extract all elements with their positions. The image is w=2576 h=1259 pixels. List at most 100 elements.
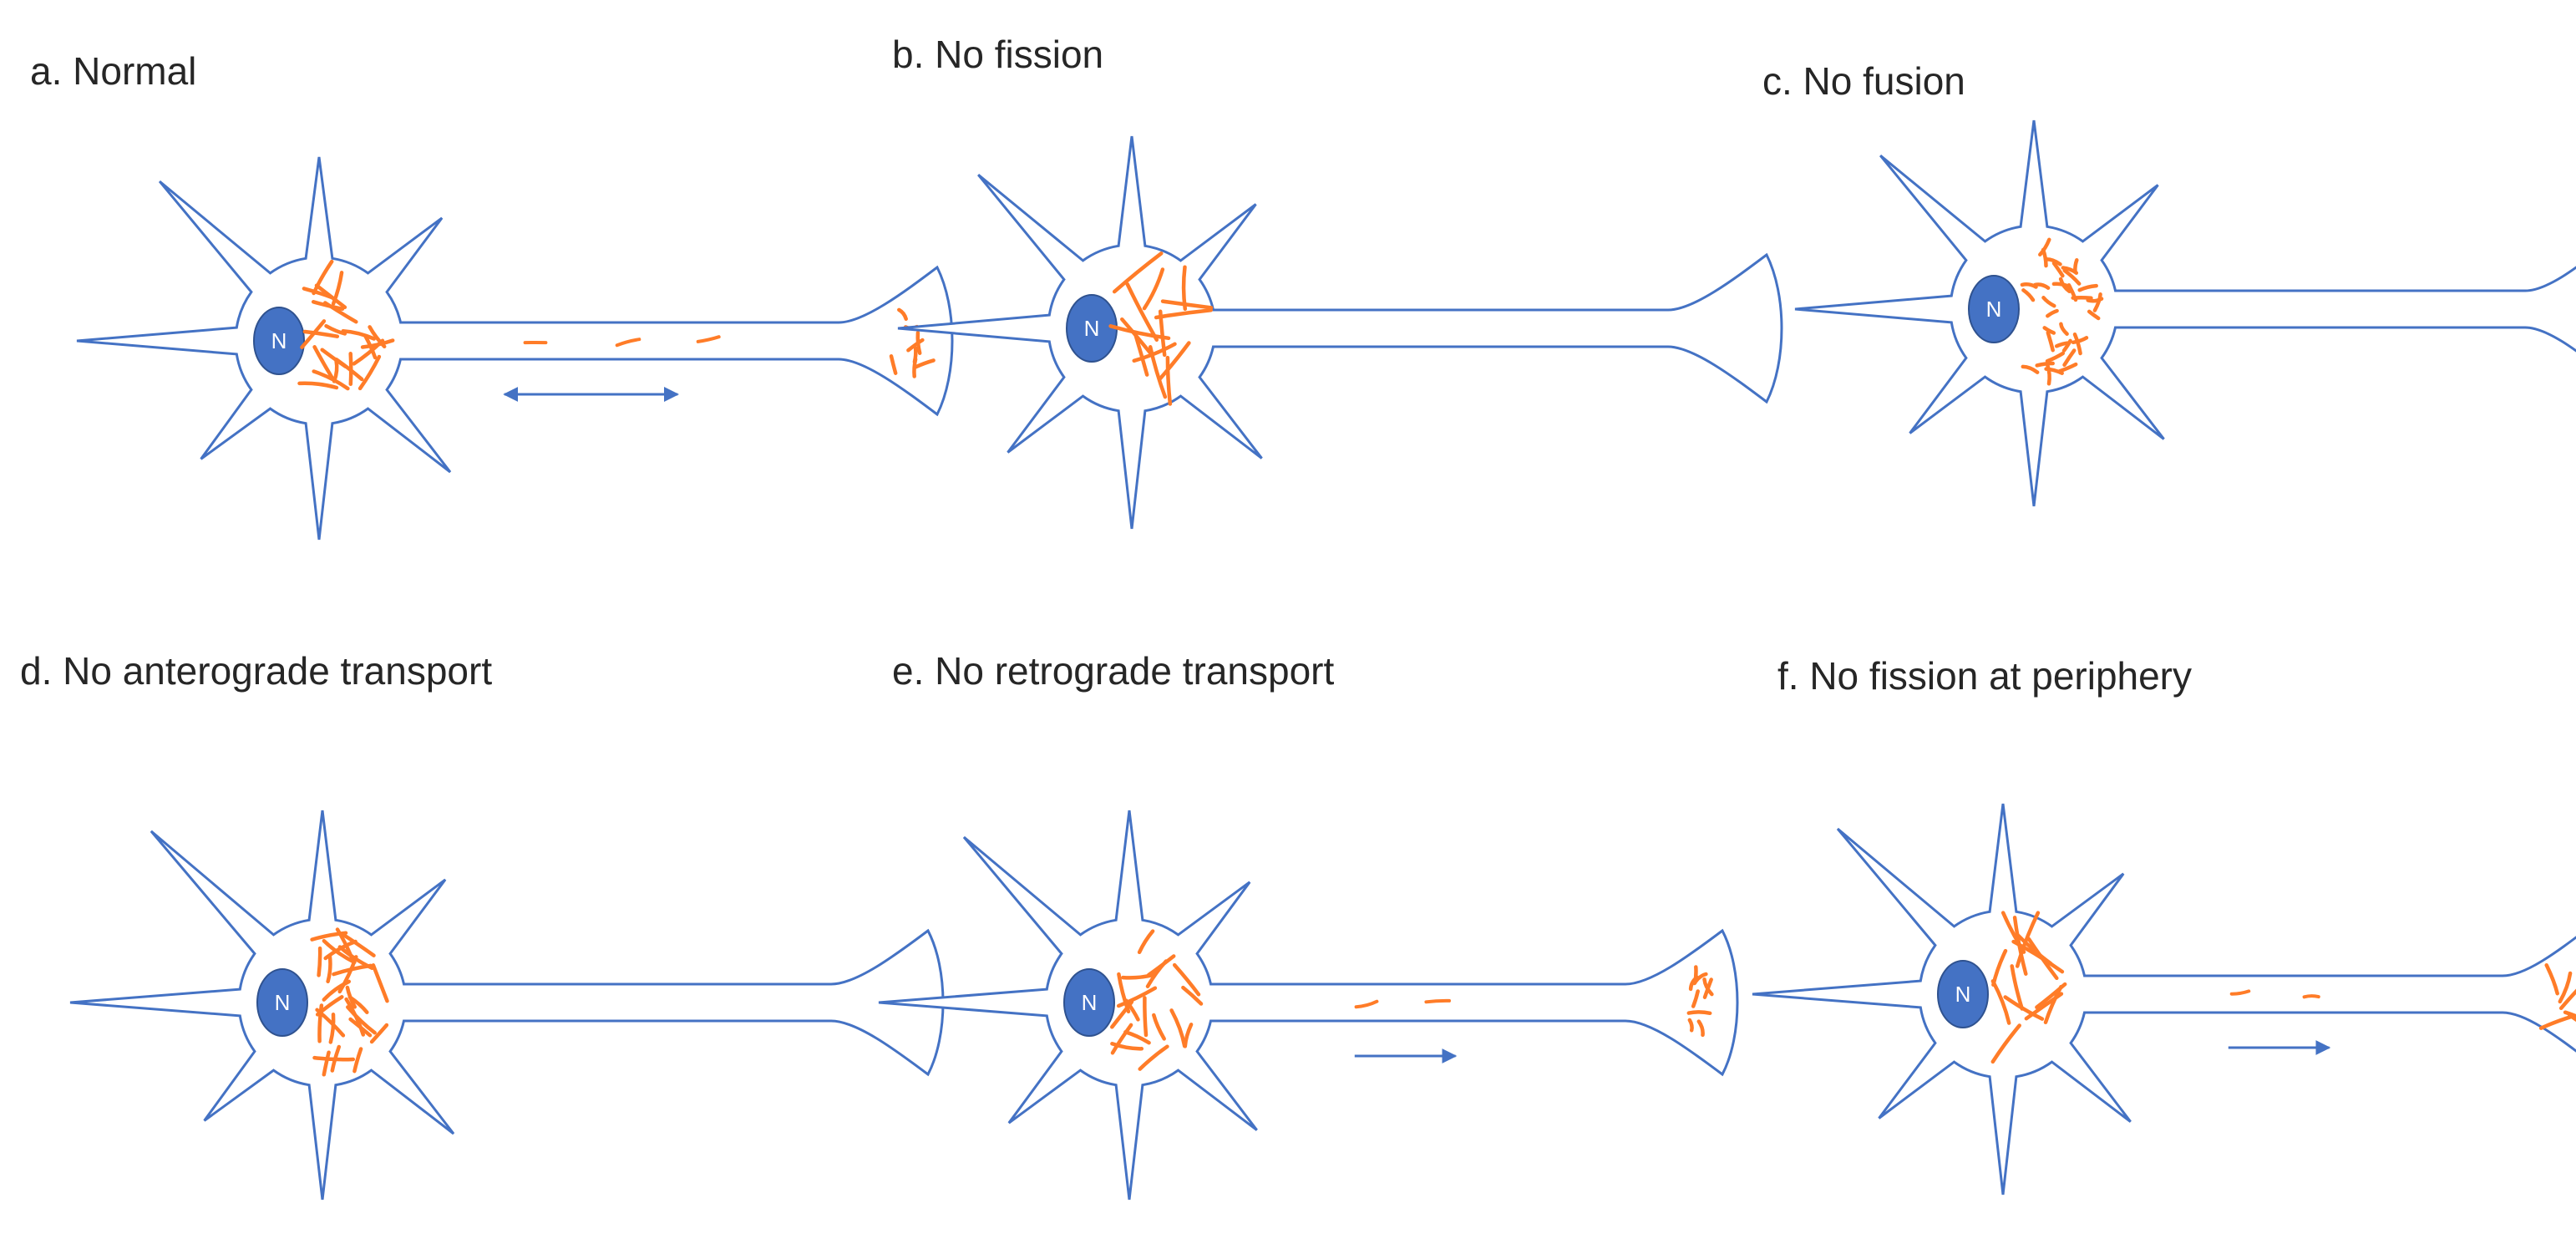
mitochondrion bbox=[2061, 338, 2072, 353]
mitochondrion bbox=[2058, 277, 2071, 294]
mitochondrion bbox=[323, 301, 358, 324]
mitochondrion bbox=[324, 323, 347, 336]
neuron-outline bbox=[897, 135, 1783, 530]
mitochondrion bbox=[335, 927, 356, 964]
mitochondrion bbox=[1692, 972, 1708, 986]
mitochondrion bbox=[1110, 1000, 1134, 1029]
mitochondrion bbox=[1137, 929, 1155, 955]
mitochondrion bbox=[2558, 988, 2576, 1011]
mitochondrion bbox=[915, 331, 922, 355]
neuron-outline bbox=[1794, 119, 2576, 507]
mitochondrion bbox=[2035, 982, 2067, 1009]
mitochondrion bbox=[2086, 297, 2104, 303]
mitochondrion bbox=[1696, 1019, 1705, 1038]
mitochondrion bbox=[317, 1003, 324, 1043]
mitochondrion bbox=[2538, 1014, 2575, 1030]
mitochondrion bbox=[1160, 299, 1214, 310]
mitochondrion bbox=[2003, 995, 2045, 1021]
mitochondrion bbox=[2051, 261, 2065, 278]
mitochondrion bbox=[1110, 1023, 1133, 1055]
mitochondrion bbox=[317, 946, 322, 977]
mitochondrion bbox=[1110, 1042, 1144, 1051]
mitochondrion bbox=[1133, 332, 1149, 377]
mitochondrion bbox=[1148, 345, 1168, 399]
mitochondrion bbox=[897, 307, 908, 322]
mitochondrion bbox=[696, 335, 721, 343]
panel-a-diagram: N bbox=[76, 156, 954, 541]
mitochondrion bbox=[340, 932, 376, 957]
mitochondrion bbox=[2024, 992, 2064, 1021]
mitochondrion bbox=[1152, 1013, 1166, 1041]
mitochondrion bbox=[2072, 332, 2082, 356]
nucleus-label: N bbox=[1986, 297, 2002, 322]
panel-c-diagram: N bbox=[1794, 119, 2576, 507]
mitochondrion bbox=[1142, 267, 1165, 311]
mitochondrion bbox=[312, 259, 334, 296]
mitochondrion bbox=[1424, 998, 1451, 1004]
mitochondrion bbox=[357, 354, 382, 391]
mitochondrion bbox=[341, 328, 377, 341]
panel-f-label: f. No fission at periphery bbox=[1777, 654, 2193, 698]
mitochondrion bbox=[312, 1055, 356, 1062]
mitochondrion bbox=[322, 1050, 331, 1077]
nucleus-label: N bbox=[1955, 982, 1971, 1007]
panel-d-label: d. No anterograde transport bbox=[20, 649, 493, 693]
mitochondrion bbox=[2015, 911, 2041, 968]
mitochondrion bbox=[1686, 1010, 1712, 1016]
nucleus-label: N bbox=[275, 990, 291, 1015]
panel-a-label: a. Normal bbox=[30, 49, 197, 93]
mitochondrion bbox=[1116, 986, 1158, 1008]
mitochondrion bbox=[2073, 258, 2079, 274]
mitochondrion bbox=[1132, 342, 1177, 363]
mitochondrion bbox=[322, 979, 352, 1002]
panel-e-diagram: N bbox=[878, 810, 1739, 1201]
mitochondrion bbox=[300, 319, 327, 349]
mitochondrion bbox=[2035, 361, 2055, 368]
mitochondrion bbox=[2016, 932, 2053, 966]
mitochondrion bbox=[2071, 296, 2093, 301]
mitochondrion bbox=[906, 338, 925, 353]
mitochondrion bbox=[2062, 268, 2082, 286]
nucleus-label: N bbox=[1084, 316, 1100, 341]
mitochondrion bbox=[2043, 256, 2062, 267]
mitochondrion bbox=[2077, 283, 2098, 292]
mitochondrion bbox=[334, 358, 364, 382]
mitochondrion bbox=[346, 1005, 377, 1035]
panel-c-label: c. No fusion bbox=[1762, 59, 1965, 103]
mitochondrion bbox=[889, 354, 898, 375]
mitochondrion bbox=[2071, 336, 2089, 345]
mitochondrion bbox=[1138, 1044, 1169, 1071]
panel-b-diagram: N bbox=[897, 135, 1783, 530]
nucleus bbox=[253, 307, 305, 375]
mitochondrion bbox=[1990, 979, 2011, 1025]
mitochondrion bbox=[2045, 351, 2066, 363]
mitochondrion bbox=[2302, 994, 2320, 999]
nucleus bbox=[1968, 275, 2020, 343]
mitochondrion bbox=[344, 997, 366, 1037]
mitochondrion bbox=[1687, 1018, 1694, 1033]
mitochondrion bbox=[345, 985, 357, 1009]
mitochondrion bbox=[1165, 355, 1173, 406]
mitochondrion bbox=[371, 963, 389, 1003]
mitochondrion bbox=[1112, 251, 1164, 294]
mitochondrion bbox=[322, 938, 357, 965]
mitochondrion bbox=[352, 1047, 363, 1074]
mitochondrion bbox=[1146, 954, 1176, 977]
panel-e-label: e. No retrograde transport bbox=[892, 649, 1335, 693]
neuron-outline bbox=[69, 810, 945, 1201]
mitochondrion bbox=[2041, 296, 2056, 308]
mitochondrion bbox=[1691, 989, 1700, 1008]
nucleus-label: N bbox=[271, 328, 287, 353]
mitochondrion bbox=[912, 357, 918, 378]
mitochondrion bbox=[913, 358, 936, 369]
mitochondrion bbox=[328, 1013, 336, 1044]
mitochondrion bbox=[1169, 1008, 1187, 1048]
mitochondrion bbox=[2046, 363, 2051, 386]
mitochondrion bbox=[2046, 308, 2059, 318]
nucleus bbox=[1063, 968, 1115, 1037]
mitochondrion bbox=[2021, 364, 2040, 374]
mitochondrion bbox=[2044, 367, 2064, 375]
mitochondrion bbox=[1172, 962, 1201, 997]
mitochondrion bbox=[2229, 989, 2251, 996]
panel-b-label: b. No fission bbox=[892, 33, 1104, 76]
